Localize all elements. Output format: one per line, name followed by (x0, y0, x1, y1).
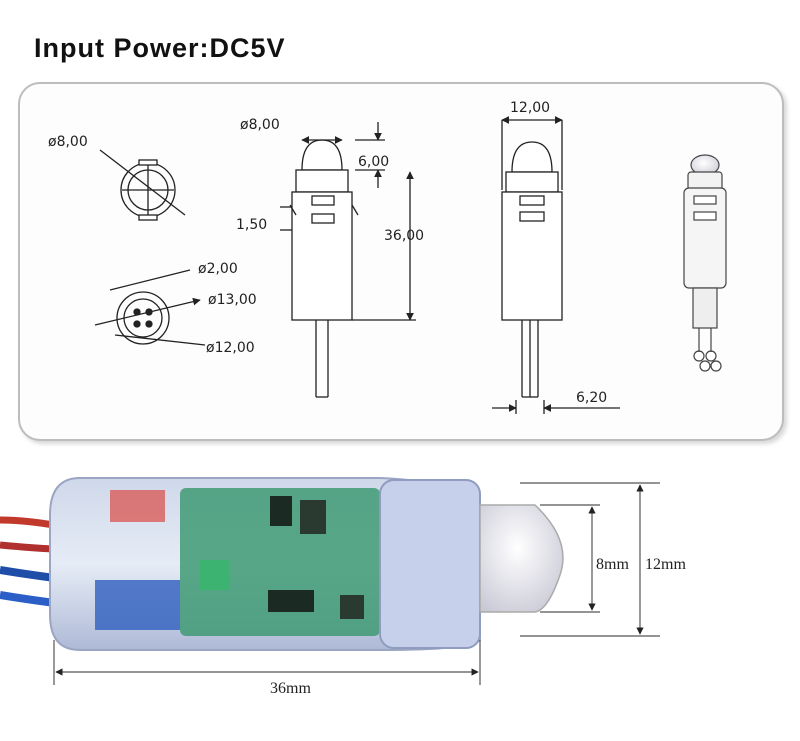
step-height-label: 1,50 (236, 217, 267, 233)
technical-drawing-panel (18, 82, 784, 441)
body-diameter-mm-label: 12mm (645, 556, 686, 573)
lens-height-label: 6,00 (358, 154, 389, 170)
top-view-drawing (99, 149, 186, 221)
photo-dimension-lines (53, 482, 660, 685)
wire-width-label: 6,20 (576, 390, 607, 406)
front-width-label: 12,00 (510, 100, 550, 116)
length-mm-label: 36mm (270, 680, 311, 697)
front-view-drawing (492, 116, 620, 414)
bottom-view-drawing (94, 269, 206, 346)
body-diameter-label: ø12,00 (206, 340, 255, 356)
lens-diameter-mm-label: 8mm (596, 556, 629, 573)
led-3d-render (683, 154, 727, 372)
led-module-photo (0, 477, 564, 651)
outer-diameter-label: ø13,00 (208, 292, 257, 308)
side-view-drawing (280, 122, 416, 398)
total-height-label: 36,00 (384, 228, 424, 244)
top-view-diameter-label: ø8,00 (48, 134, 88, 150)
pin-diameter-label: ø2,00 (198, 261, 238, 277)
side-lens-diameter-label: ø8,00 (240, 117, 280, 133)
page-title: Input Power:DC5V (34, 33, 286, 63)
